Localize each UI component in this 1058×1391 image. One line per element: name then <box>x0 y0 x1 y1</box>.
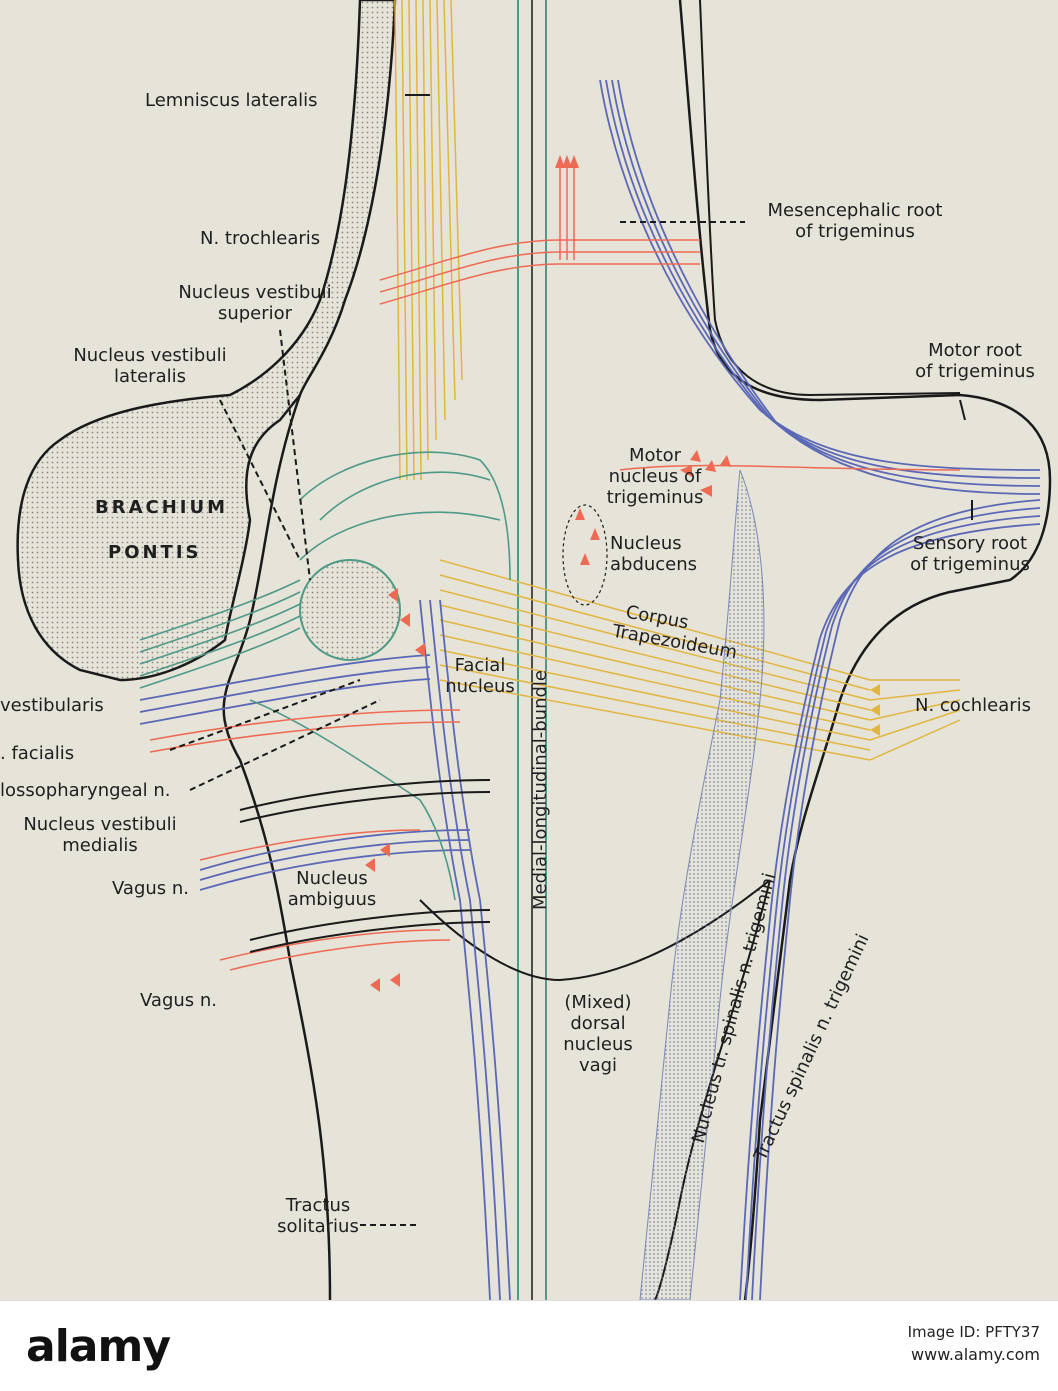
label-motor-nucleus-trigeminus: Motor nucleus of trigeminus <box>590 445 720 508</box>
brainstem-diagram <box>16 0 1052 1300</box>
brachium-pontis-region <box>16 0 397 682</box>
label-facial-nucleus: Facial nucleus <box>440 655 520 697</box>
label-brachium: BRACHIUM <box>95 497 229 518</box>
anatomical-figure: Lemniscus lateralis N. trochlearis Nucle… <box>0 0 1058 1300</box>
label-mesencephalic-root-line2: of trigeminus <box>795 221 915 242</box>
label-nucleus-vestibuli-medialis-line2: medialis <box>62 835 138 856</box>
label-nucleus-vestibuli-medialis: Nucleus vestibuli medialis <box>0 814 200 856</box>
black-fibres <box>169 94 973 1226</box>
label-motor-nucleus-line2: nucleus of <box>608 466 702 487</box>
label-lemniscus-lateralis: Lemniscus lateralis <box>145 90 318 111</box>
label-n-cochlearis: N. cochlearis <box>915 695 1032 716</box>
yellow-fibres <box>394 0 961 761</box>
label-vagus-1: Vagus n. <box>112 878 190 899</box>
label-mesencephalic-root: Mesencephalic root of trigeminus <box>745 200 965 242</box>
label-vagus-2: Vagus n. <box>140 990 218 1011</box>
label-nucleus-ambiguus-line2: ambiguus <box>287 889 377 910</box>
alamy-logo[interactable]: alamy <box>26 1321 171 1372</box>
label-nucleus-vestibuli-superior: Nucleus vestibuli superior <box>140 282 370 324</box>
label-nucleus-ambiguus-line1: Nucleus <box>296 868 368 889</box>
label-nucleus-vestibuli-superior-line2: superior <box>217 303 293 324</box>
image-id-label: Image ID: PFTY37 <box>907 1323 1040 1341</box>
label-mixed-dorsal-line4: vagi <box>578 1055 618 1076</box>
motor-nucleus-trigeminus-cluster <box>690 450 731 472</box>
label-nucleus-vestibuli-medialis-line1: Nucleus vestibuli <box>23 814 177 835</box>
yellow-arrowheads <box>870 684 880 736</box>
label-motor-root-line1: Motor root <box>928 340 1022 361</box>
label-motor-nucleus-line3: trigeminus <box>606 487 704 508</box>
label-mixed-dorsal-line1: (Mixed) <box>564 992 632 1013</box>
label-medial-longitudinal-bundle: Medial-longitudinal-bundle <box>530 670 551 910</box>
red-arrowheads <box>365 155 712 992</box>
label-vestibularis: vestibularis <box>0 695 104 716</box>
label-nucleus-vestibuli-lateralis-line1: Nucleus vestibuli <box>73 345 227 366</box>
label-motor-nucleus-line1: Motor <box>628 445 681 466</box>
label-sensory-root: Sensory root of trigeminus <box>890 533 1050 575</box>
label-tractus-solitarius: Tractus solitarius <box>258 1195 378 1237</box>
left-contour <box>222 394 332 1300</box>
label-motor-root: Motor root of trigeminus <box>900 340 1050 382</box>
label-facial-nucleus-line1: Facial <box>454 655 506 676</box>
label-nucleus-vestibuli-lateralis: Nucleus vestibuli lateralis <box>50 345 250 387</box>
image-meta: Image ID: PFTY37 www.alamy.com <box>908 1321 1040 1367</box>
label-tractus-solitarius-line2: solitarius <box>277 1216 359 1237</box>
label-sensory-root-line2: of trigeminus <box>910 554 1030 575</box>
label-glossopharyngeal: lossopharyngeal n. <box>0 780 171 801</box>
label-mixed-dorsal-line3: nucleus <box>563 1034 633 1055</box>
red-fibres <box>149 160 961 971</box>
label-mixed-dorsal-line2: dorsal <box>570 1013 626 1034</box>
vestibular-nucleus-circle <box>299 559 401 661</box>
label-nucleus-abducens-line1: Nucleus <box>610 533 682 554</box>
label-pontis: PONTIS <box>108 542 202 563</box>
label-facial-nucleus-line2: nucleus <box>445 676 515 697</box>
label-motor-root-line2: of trigeminus <box>915 361 1035 382</box>
stock-banner: alamy Image ID: PFTY37 www.alamy.com <box>0 1300 1058 1391</box>
label-nucleus-vestibuli-superior-line1: Nucleus vestibuli <box>178 282 332 303</box>
label-nucleus-ambiguus: Nucleus ambiguus <box>282 868 382 910</box>
label-nucleus-abducens-line2: abducens <box>610 554 698 575</box>
label-nucleus-vestibuli-lateralis-line2: lateralis <box>114 366 186 387</box>
label-mesencephalic-root-line1: Mesencephalic root <box>767 200 943 221</box>
label-n-trochlearis: N. trochlearis <box>200 228 321 249</box>
label-tractus-solitarius-line1: Tractus <box>285 1195 351 1216</box>
spinal-trigeminal-nucleus <box>639 469 765 1300</box>
right-inner-contour <box>699 0 961 397</box>
site-url[interactable]: www.alamy.com <box>911 1345 1040 1364</box>
label-sensory-root-line1: Sensory root <box>912 533 1028 554</box>
label-nucleus-abducens: Nucleus abducens <box>610 533 697 575</box>
blue-fibres <box>139 79 1041 1300</box>
label-mixed-dorsal-nucleus-vagi: (Mixed) dorsal nucleus vagi <box>548 992 648 1076</box>
nucleus-abducens-oval <box>562 504 608 606</box>
label-facialis: . facialis <box>0 743 75 764</box>
